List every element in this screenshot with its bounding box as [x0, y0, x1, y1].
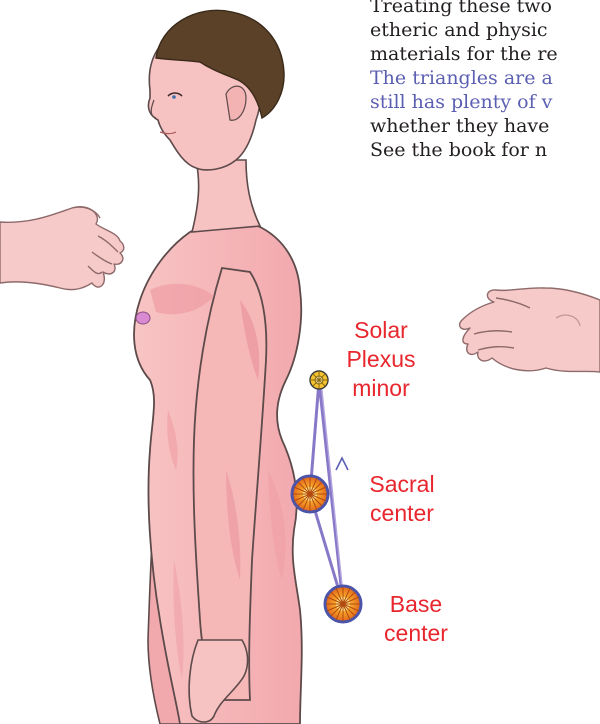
sacral-center-chakra — [292, 476, 328, 512]
label-line: Solar — [325, 316, 437, 345]
label-sacral-center: Sacral center — [362, 470, 442, 528]
label-line: Base — [376, 590, 456, 619]
label-line: center — [362, 499, 442, 528]
left-hand — [0, 207, 124, 290]
base-center-chakra — [325, 586, 361, 622]
label-line: minor — [325, 374, 437, 403]
label-line: Plexus — [325, 345, 437, 374]
human-figure — [134, 10, 302, 724]
label-solar-plexus-minor: Solar Plexus minor — [325, 316, 437, 403]
label-line: center — [376, 619, 456, 648]
flow-arrow-icon — [336, 458, 348, 470]
right-hand — [460, 288, 600, 372]
label-base-center: Base center — [376, 590, 456, 648]
label-line: Sacral — [362, 470, 442, 499]
